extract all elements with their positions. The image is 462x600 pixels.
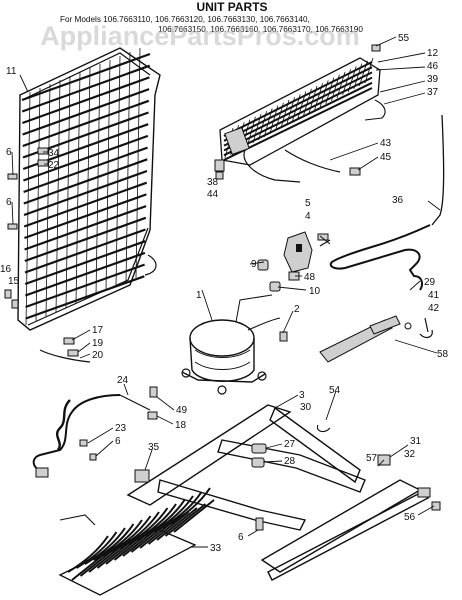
callout-32: 32	[404, 449, 416, 460]
callout-34: 34	[48, 148, 60, 159]
callout-30: 30	[300, 402, 312, 413]
evaporator-coil	[214, 44, 386, 183]
power-cord	[32, 386, 158, 478]
callout-33: 33	[210, 543, 222, 554]
relay-cover	[283, 231, 331, 273]
callout-42: 42	[428, 303, 440, 314]
callout-11: 11	[6, 66, 17, 77]
heat-exchanger-tube	[319, 114, 445, 291]
callout-4: 4	[305, 211, 311, 222]
callout-43: 43	[380, 138, 392, 149]
callout-17: 17	[92, 325, 104, 336]
callout-58: 58	[437, 349, 449, 360]
models-line-2: 106.7663150, 106.7663160, 106.7663170, 1…	[158, 25, 363, 34]
callout-27: 27	[284, 439, 296, 450]
callout-29: 29	[424, 277, 436, 288]
callout-49: 49	[176, 405, 188, 416]
callout-6d: 6	[238, 532, 244, 543]
callout-22: 22	[48, 160, 60, 171]
watermark-text: AppliancePartsPros.com	[40, 21, 360, 51]
callout-15: 15	[8, 276, 20, 287]
leader-lines	[11, 36, 441, 548]
terminal-parts	[235, 259, 300, 323]
callout-57: 57	[366, 453, 378, 464]
drain-bracket	[319, 315, 433, 363]
callout-38: 38	[207, 177, 219, 188]
callout-1: 1	[196, 290, 202, 301]
callout-6a: 6	[6, 147, 12, 158]
callout-3: 3	[299, 390, 305, 401]
callout-31: 31	[410, 436, 422, 447]
callout-56: 56	[404, 512, 416, 523]
drain-coil	[58, 487, 215, 596]
callout-18: 18	[175, 420, 187, 431]
callout-2: 2	[294, 304, 300, 315]
callout-55: 55	[398, 33, 410, 44]
condenser-small-parts	[4, 147, 91, 363]
models-line-1: For Models 106.7663110, 106.7663120, 106…	[60, 15, 310, 24]
callout-41: 41	[428, 290, 440, 301]
callout-48: 48	[304, 272, 316, 283]
callout-24: 24	[117, 375, 129, 386]
callout-23: 23	[115, 423, 127, 434]
callout-36: 36	[392, 195, 404, 206]
base-rails	[126, 404, 441, 581]
callout-46: 46	[427, 61, 439, 72]
diagram-title: UNIT PARTS	[196, 0, 267, 14]
callout-39: 39	[427, 74, 439, 85]
callout-12: 12	[427, 48, 439, 59]
callout-19: 19	[92, 338, 104, 349]
callout-16: 16	[0, 264, 12, 275]
callout-45: 45	[380, 152, 392, 163]
callout-54: 54	[329, 385, 341, 396]
callout-35: 35	[148, 442, 160, 453]
callout-44: 44	[207, 189, 219, 200]
callout-28: 28	[284, 456, 296, 467]
callout-37: 37	[427, 87, 439, 98]
callout-10: 10	[309, 286, 321, 297]
compressor	[181, 317, 288, 395]
callout-6b: 6	[6, 197, 12, 208]
callout-20: 20	[92, 350, 104, 361]
condenser-coil	[17, 47, 161, 331]
callout-5: 5	[305, 198, 311, 209]
callout-6c: 6	[115, 436, 121, 447]
callout-9: 9	[251, 259, 257, 270]
